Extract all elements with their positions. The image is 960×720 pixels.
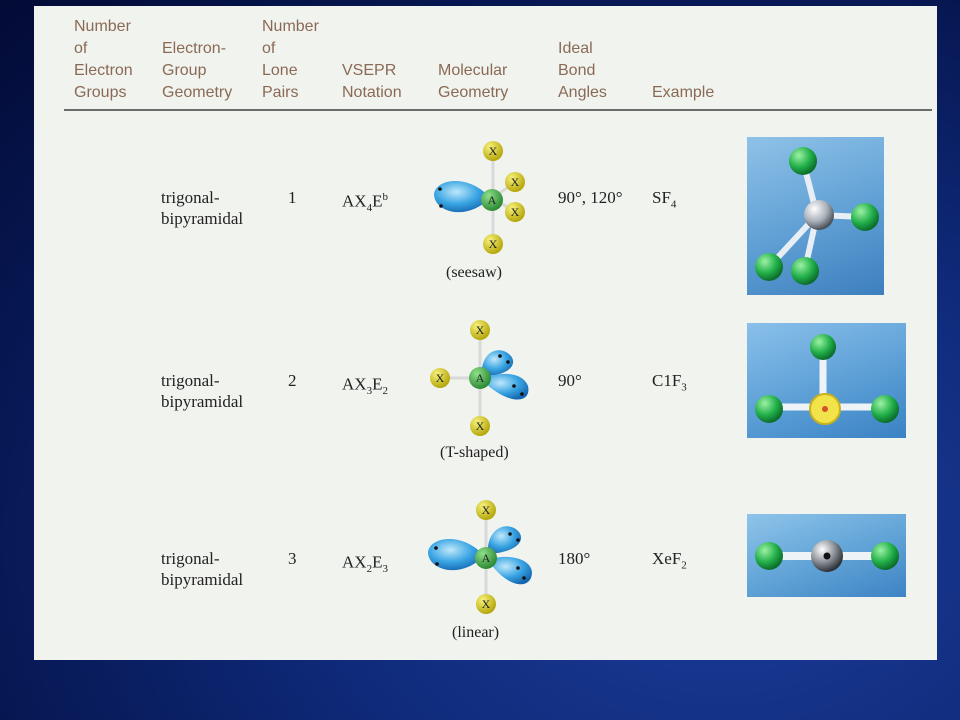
- x-atom-label: X: [476, 323, 485, 337]
- xef2-model-photo: [747, 514, 906, 597]
- header-electron-groups: Number of Electron Groups: [74, 18, 133, 101]
- x-atom-label: X: [482, 503, 491, 517]
- row1-bond-angles: 90°, 120°: [558, 188, 623, 207]
- sf4-model-photo: [747, 137, 884, 295]
- row1-vsepr-notation: AX4Eb: [342, 191, 388, 215]
- a-atom-label: A: [476, 371, 485, 385]
- x-atom-label: X: [476, 419, 485, 433]
- row3-lone-pairs: 3: [288, 549, 297, 568]
- header-molecular-geometry: Molecular Geometry: [438, 62, 509, 101]
- row3-molecular-geometry: (linear): [452, 624, 500, 641]
- row2-lone-pairs: 2: [288, 371, 297, 390]
- t-shaped-molecule-diagram: X X X A: [430, 320, 529, 436]
- row2-molecular-geometry: (T-shaped): [440, 444, 509, 461]
- row1-molecular-geometry: (seesaw): [446, 264, 502, 281]
- vsepr-table-card: Number of Electron Groups Electron- Grou…: [34, 6, 937, 660]
- linear-molecule-diagram: X X A: [428, 500, 532, 614]
- row1-geometry: trigonal- bipyramidal: [161, 188, 244, 228]
- clf3-model-photo: [747, 323, 906, 438]
- row3-geometry: trigonal- bipyramidal: [161, 549, 244, 589]
- row1-example: SF4: [652, 188, 677, 211]
- row2-vsepr-notation: AX3E2: [342, 374, 388, 398]
- row2-bond-angles: 90°: [558, 371, 582, 390]
- x-atom-label: X: [436, 371, 445, 385]
- header-electron-group-geometry: Electron- Group Geometry: [162, 40, 233, 101]
- row2-geometry: trigonal- bipyramidal: [161, 371, 244, 411]
- header-lone-pairs: Number of Lone Pairs: [262, 18, 319, 101]
- row2-example: C1F3: [652, 371, 687, 394]
- x-atom-label: X: [482, 597, 491, 611]
- seesaw-molecule-diagram: X X X X A: [434, 141, 525, 254]
- row3-vsepr-notation: AX2E3: [342, 552, 388, 576]
- x-atom-label: X: [489, 144, 498, 158]
- row3-bond-angles: 180°: [558, 549, 591, 568]
- header-example: Example: [652, 84, 715, 101]
- x-atom-label: X: [489, 237, 498, 251]
- row1-lone-pairs: 1: [288, 188, 297, 207]
- x-atom-label: X: [511, 175, 520, 189]
- header-vsepr-notation: VSEPR Notation: [342, 62, 402, 101]
- a-atom-label: A: [488, 193, 497, 207]
- x-atom-label: X: [511, 205, 520, 219]
- header-rule: [64, 109, 932, 111]
- header-ideal-bond-angles: Ideal Bond Angles: [558, 40, 607, 101]
- a-atom-label: A: [482, 551, 491, 565]
- row3-example: XeF2: [652, 549, 687, 572]
